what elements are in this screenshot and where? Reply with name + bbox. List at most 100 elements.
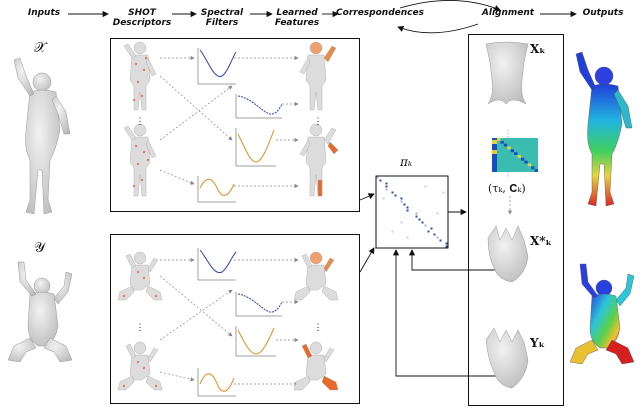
matrix-entry-faint <box>382 197 385 200</box>
heatmap-cell <box>500 140 504 144</box>
heatmap-cell <box>520 157 525 161</box>
filter-plot-top-4 <box>197 176 236 203</box>
matrix-entry <box>400 197 403 200</box>
input-shape-x <box>13 57 71 215</box>
output-shape-x <box>575 51 633 207</box>
matrix-entry-faint <box>391 230 394 233</box>
matrix-entry <box>430 227 433 230</box>
input-shape-y <box>7 261 73 363</box>
matrix-entry <box>418 218 421 221</box>
alignment-panel <box>468 34 564 406</box>
matrix-entry <box>376 176 379 179</box>
top-feature-panel <box>110 38 360 212</box>
correspondence-matrix <box>375 175 449 249</box>
bottom-dashed-links <box>159 257 299 387</box>
torso-y-k <box>485 327 529 389</box>
ck-heatmap <box>492 130 538 178</box>
heatmap-cell <box>517 155 521 158</box>
matrix-entry <box>385 188 388 191</box>
output-shape-y <box>569 263 635 365</box>
shape-y-label: 𝒴 <box>34 240 45 256</box>
filter-plot-bottom-3 <box>235 326 276 357</box>
shape-x-label: 𝒳 <box>34 40 47 56</box>
matrix-entry-faint <box>400 221 403 224</box>
matrix-entry-faint <box>442 191 445 194</box>
params-label: (τₖ, 𝐂ₖ) <box>488 182 526 195</box>
heatmap-cell <box>514 152 518 155</box>
torso-x-star-k <box>487 225 529 283</box>
matrix-entry-faint <box>436 212 439 215</box>
shot-dots-1 <box>132 56 148 102</box>
filter-plot-bottom-1 <box>197 248 237 281</box>
shot-dots-y-2 <box>122 360 158 388</box>
matrix-entry <box>394 194 397 197</box>
matrix-label: πₖ <box>400 155 413 169</box>
matrix-entry <box>385 182 388 185</box>
shot-dots-2 <box>132 144 150 188</box>
shot-y-ellipsis: ⋮ <box>136 323 145 333</box>
heatmap-cell <box>510 149 515 153</box>
top-panel-contents: ⋮ <box>123 41 339 203</box>
step-spectral-label: Spectral Filters <box>200 8 244 28</box>
matrix-entry <box>403 203 406 206</box>
filter-plot-top-2 <box>235 94 283 119</box>
torso-x-k <box>485 41 529 105</box>
matrix-entry <box>400 200 403 203</box>
step-correspondences-label: Correspondences <box>336 8 424 18</box>
header-arrows <box>68 0 577 34</box>
matrix-entry <box>406 206 409 209</box>
heatmap-cell <box>507 146 511 150</box>
matrix-entry-faint <box>406 236 409 239</box>
matrix-entry <box>445 242 448 245</box>
top-dashed-links <box>159 55 299 189</box>
step-learned-label: Learned Features <box>274 8 320 28</box>
matrix-entry <box>391 191 394 194</box>
learned-y-ellipsis: ⋮ <box>314 323 323 333</box>
bottom-panel-contents: ⋮ <box>117 248 339 397</box>
bottom-feature-panel <box>110 234 360 404</box>
filter-plot-top-3 <box>235 128 276 167</box>
filter-plot-top-1 <box>197 48 237 85</box>
learned-mesh-y-1 <box>293 251 339 301</box>
matrix-entry <box>415 215 418 218</box>
filter-plot-bottom-4 <box>197 368 236 397</box>
step-outputs-label: Outputs <box>582 8 624 18</box>
matrix-entry <box>415 212 418 215</box>
y-k-label: 𝐘ₖ <box>530 336 545 350</box>
step-shot-label: SHOT Descriptors <box>112 8 172 28</box>
matrix-entry <box>385 185 388 188</box>
matrix-entry <box>427 230 430 233</box>
filter-plot-bottom-2 <box>235 292 283 317</box>
matrix-entry <box>424 224 427 227</box>
heatmap-cell <box>503 143 508 147</box>
learned-ellipsis: ⋮ <box>314 117 323 127</box>
heatmap-cell <box>524 160 528 164</box>
shot-mesh-x-1 <box>123 41 157 111</box>
arrow-y-to-matrix <box>392 249 496 377</box>
matrix-entry <box>445 245 448 248</box>
matrix-entry <box>436 236 439 239</box>
learned-mesh-x-1 <box>299 41 337 111</box>
shot-mesh-y-1 <box>117 251 163 301</box>
matrix-entry <box>439 239 442 242</box>
x-k-label: 𝐗ₖ <box>530 42 546 56</box>
shot-dots-y-1 <box>122 270 158 298</box>
alignment-contents <box>485 41 538 389</box>
learned-mesh-x-2 <box>299 123 339 197</box>
shot-ellipsis: ⋮ <box>136 117 145 127</box>
matrix-entry-faint <box>424 185 427 188</box>
x-star-k-label: 𝐗*ₖ <box>530 234 552 248</box>
matrix-entry <box>421 221 424 224</box>
arrow-alignment-corr <box>397 23 479 34</box>
matrix-entry <box>379 179 382 182</box>
heatmap-cell <box>531 166 535 170</box>
heatmap-cell <box>527 163 532 167</box>
heatmap-cell <box>497 138 501 141</box>
shot-mesh-y-2 <box>117 341 163 391</box>
heatmap-cell <box>534 169 538 172</box>
step-alignment-label: Alignment <box>481 8 535 18</box>
matrix-entry <box>433 233 436 236</box>
learned-mesh-y-2 <box>293 341 339 391</box>
